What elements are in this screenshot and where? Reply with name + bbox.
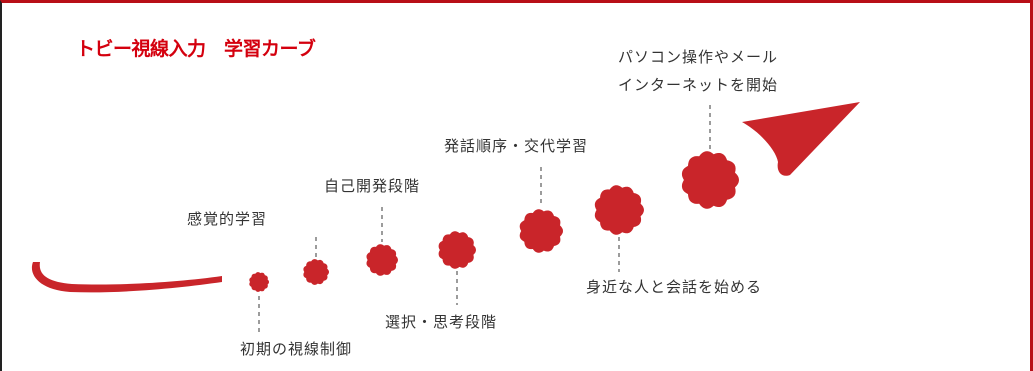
arrow-head: [742, 102, 860, 176]
milestone-blob-stage-7: [681, 151, 739, 209]
milestone-blob-stage-1: [249, 272, 269, 292]
stage-label-choice-thinking: 選択・思考段階: [385, 313, 498, 331]
milestone-blob-stage-5: [519, 209, 563, 253]
milestone-blob-stage-3: [366, 244, 398, 276]
diagram-title: トビー視線入力 学習カーブ: [76, 38, 316, 60]
stage-label-computer-use: パソコン操作やメール インターネットを開始: [618, 43, 778, 99]
stage-label-initial-gaze-control: 初期の視線制御: [240, 340, 353, 358]
milestone-blob-stage-4: [438, 231, 476, 269]
stage-label-computer-use-line-1: パソコン操作やメール: [618, 48, 779, 66]
curve-start-swoosh: [31, 262, 222, 293]
stage-label-conversation-start: 身近な人と会話を始める: [586, 278, 763, 296]
milestone-blob-stage-2: [303, 259, 329, 285]
stage-label-turn-taking: 発話順序・交代学習: [444, 137, 589, 155]
stage-label-computer-use-line-2: インターネットを開始: [618, 76, 779, 94]
stage-label-sensory-learning: 感覚的学習: [187, 210, 268, 228]
stage-label-self-development: 自己開発段階: [324, 177, 421, 195]
milestone-blob-stage-6: [594, 185, 644, 235]
